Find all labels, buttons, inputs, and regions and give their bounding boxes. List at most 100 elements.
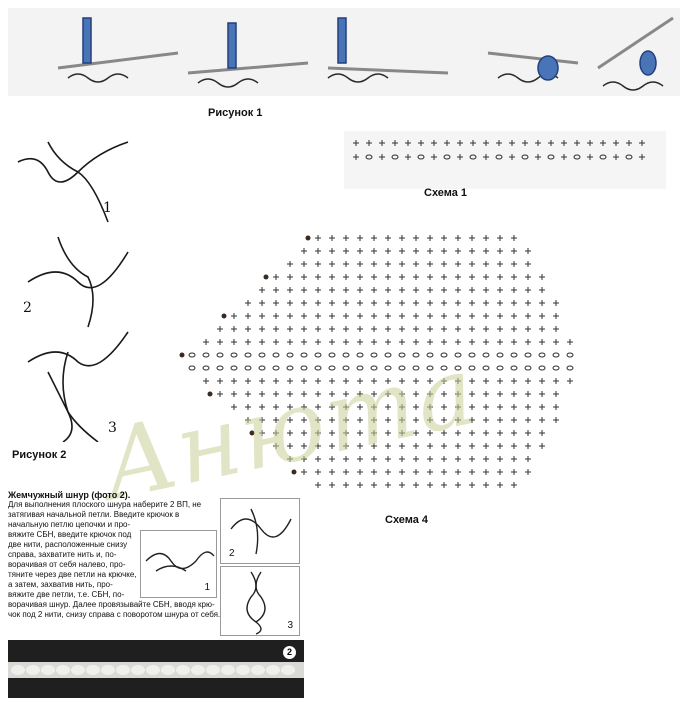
sc-stitch-symbol xyxy=(567,378,573,384)
chain-stitch-symbol xyxy=(497,353,503,357)
sc-stitch-symbol xyxy=(483,287,489,293)
sc-stitch-symbol xyxy=(574,140,580,146)
sc-stitch-symbol xyxy=(427,274,433,280)
sc-stitch-symbol xyxy=(483,326,489,332)
sc-stitch-symbol xyxy=(483,300,489,306)
sc-stitch-symbol xyxy=(399,248,405,254)
slip-stitch-symbol xyxy=(222,314,227,319)
sc-stitch-symbol xyxy=(444,140,450,146)
photo-number-badge: 2 xyxy=(283,646,296,659)
fig2-label-1: 1 xyxy=(103,200,112,216)
sc-stitch-symbol xyxy=(371,339,377,345)
sc-stitch-symbol xyxy=(385,300,391,306)
sc-stitch-symbol xyxy=(511,456,517,462)
chain-stitch-symbol xyxy=(470,155,476,159)
sc-stitch-symbol xyxy=(273,274,279,280)
sc-stitch-symbol xyxy=(427,300,433,306)
sc-stitch-symbol xyxy=(511,287,517,293)
sc-stitch-symbol xyxy=(497,248,503,254)
sc-stitch-symbol xyxy=(535,154,541,160)
sc-stitch-symbol xyxy=(357,287,363,293)
sc-stitch-symbol xyxy=(315,482,321,488)
chain-stitch-symbol xyxy=(626,155,632,159)
sc-stitch-symbol xyxy=(329,326,335,332)
sc-stitch-symbol xyxy=(413,313,419,319)
sc-stitch-symbol xyxy=(217,326,223,332)
sc-stitch-symbol xyxy=(455,482,461,488)
sc-stitch-symbol xyxy=(245,326,251,332)
sc-stitch-symbol xyxy=(525,326,531,332)
chain-stitch-symbol xyxy=(245,353,251,357)
sc-stitch-symbol xyxy=(441,248,447,254)
sc-stitch-symbol xyxy=(469,469,475,475)
sc-stitch-symbol xyxy=(525,378,531,384)
sc-stitch-symbol xyxy=(539,313,545,319)
sc-stitch-symbol xyxy=(301,300,307,306)
sc-stitch-symbol xyxy=(301,287,307,293)
figure-1-drawings xyxy=(8,8,680,96)
sc-stitch-symbol xyxy=(511,443,517,449)
sc-stitch-symbol xyxy=(329,300,335,306)
sc-stitch-symbol xyxy=(245,313,251,319)
sc-stitch-symbol xyxy=(301,313,307,319)
sc-stitch-symbol xyxy=(343,326,349,332)
sc-stitch-symbol xyxy=(413,261,419,267)
sc-stitch-symbol xyxy=(525,339,531,345)
sc-stitch-symbol xyxy=(399,300,405,306)
chain-stitch-symbol xyxy=(483,366,489,370)
sc-stitch-symbol xyxy=(497,443,503,449)
sc-stitch-symbol xyxy=(511,235,517,241)
chain-stitch-symbol xyxy=(497,366,503,370)
sc-stitch-symbol xyxy=(553,300,559,306)
sc-stitch-symbol xyxy=(427,326,433,332)
sc-stitch-symbol xyxy=(525,313,531,319)
sc-stitch-symbol xyxy=(231,326,237,332)
chain-stitch-symbol xyxy=(553,353,559,357)
sc-stitch-symbol xyxy=(535,140,541,146)
sc-stitch-symbol xyxy=(343,339,349,345)
sc-stitch-symbol xyxy=(539,378,545,384)
sc-stitch-symbol xyxy=(357,248,363,254)
pearl-cord-diagram-3-label: 3 xyxy=(287,620,293,631)
sc-stitch-symbol xyxy=(301,274,307,280)
sc-stitch-symbol xyxy=(497,417,503,423)
sc-stitch-symbol xyxy=(357,274,363,280)
figure-1-caption: Рисунок 1 xyxy=(208,107,262,119)
sc-stitch-symbol xyxy=(483,154,489,160)
sc-stitch-symbol xyxy=(497,287,503,293)
sc-stitch-symbol xyxy=(441,326,447,332)
sc-stitch-symbol xyxy=(427,469,433,475)
sc-stitch-symbol xyxy=(405,140,411,146)
sc-stitch-symbol xyxy=(511,274,517,280)
sc-stitch-symbol xyxy=(469,274,475,280)
sc-stitch-symbol xyxy=(353,154,359,160)
sc-stitch-symbol xyxy=(399,287,405,293)
sc-stitch-symbol xyxy=(639,154,645,160)
sc-stitch-symbol xyxy=(483,417,489,423)
pearl-cord-diagram-1: 1 xyxy=(140,530,217,598)
sc-stitch-symbol xyxy=(525,469,531,475)
sc-stitch-symbol xyxy=(427,313,433,319)
sc-stitch-symbol xyxy=(357,339,363,345)
sc-stitch-symbol xyxy=(483,404,489,410)
chain-stitch-symbol xyxy=(496,155,502,159)
sc-stitch-symbol xyxy=(455,326,461,332)
pearl-cord-diagram-1-label: 1 xyxy=(204,582,210,593)
sc-stitch-symbol xyxy=(366,140,372,146)
sc-stitch-symbol xyxy=(497,326,503,332)
sc-stitch-symbol xyxy=(259,300,265,306)
sc-stitch-symbol xyxy=(217,339,223,345)
chain-stitch-symbol xyxy=(189,366,195,370)
chain-stitch-symbol xyxy=(231,366,237,370)
sc-stitch-symbol xyxy=(399,482,405,488)
sc-stitch-symbol xyxy=(511,378,517,384)
sc-stitch-symbol xyxy=(287,313,293,319)
sc-stitch-symbol xyxy=(405,154,411,160)
sc-stitch-symbol xyxy=(497,235,503,241)
sc-stitch-symbol xyxy=(217,378,223,384)
chain-stitch-symbol xyxy=(301,353,307,357)
sc-stitch-symbol xyxy=(511,417,517,423)
sc-stitch-symbol xyxy=(497,378,503,384)
sc-stitch-symbol xyxy=(509,154,515,160)
cord-photo-image xyxy=(8,640,304,698)
